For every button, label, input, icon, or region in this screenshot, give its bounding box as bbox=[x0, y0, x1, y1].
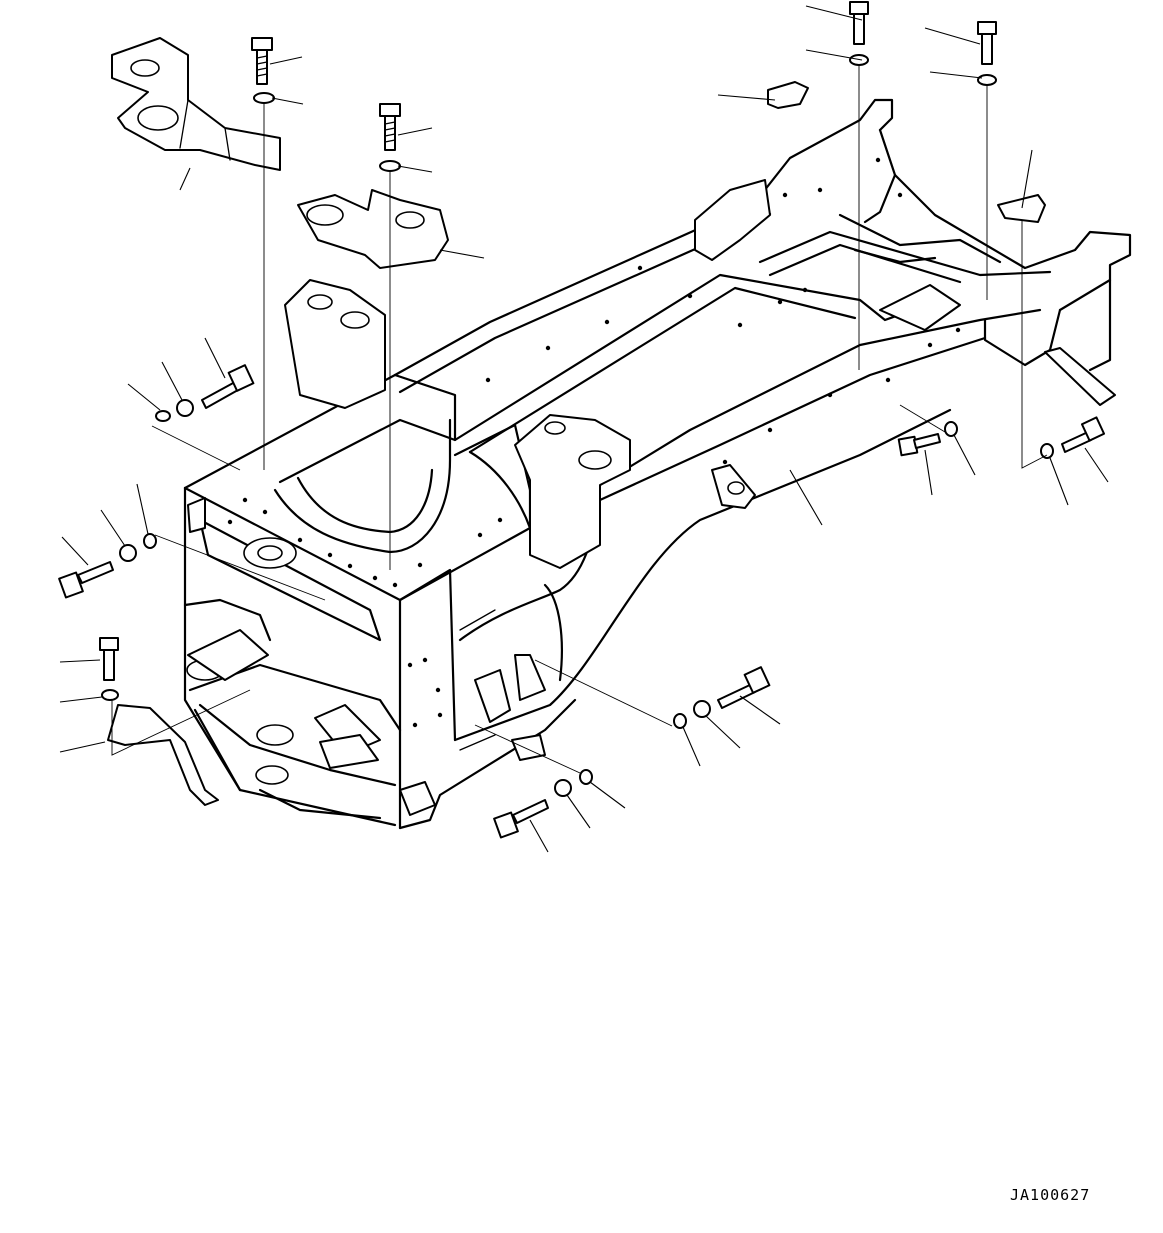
rear-mount-bracket bbox=[694, 179, 961, 331]
washer-center bbox=[379, 160, 401, 172]
washer-bottom bbox=[579, 769, 593, 785]
washer-right-lower bbox=[673, 713, 687, 729]
main-frame bbox=[183, 98, 1132, 830]
bolt-top-right-1 bbox=[849, 1, 869, 45]
front-right-mount-bracket bbox=[297, 189, 449, 269]
bolt-center bbox=[379, 103, 401, 151]
bolt-top-left bbox=[251, 37, 273, 85]
rear-pad-right bbox=[997, 194, 1046, 223]
bolt-left-upper bbox=[201, 364, 255, 409]
rear-pad-left bbox=[767, 81, 809, 109]
washer-left-upper bbox=[155, 410, 171, 422]
front-box-details bbox=[186, 157, 961, 816]
washer-far-right bbox=[1040, 443, 1054, 459]
bolt-left-lower bbox=[99, 637, 119, 681]
nut-bottom bbox=[554, 779, 572, 797]
nut-right-lower bbox=[693, 700, 711, 718]
bolt-right-middle bbox=[897, 433, 941, 457]
washer-top-left bbox=[253, 92, 275, 104]
callout-leaders bbox=[59, 5, 1109, 853]
washer-right-middle bbox=[944, 421, 958, 437]
bolt-right-lower bbox=[717, 666, 771, 709]
drawing-number: JA100627 bbox=[1010, 1186, 1091, 1204]
left-upright-bracket bbox=[284, 279, 386, 409]
washer-left-middle bbox=[143, 533, 157, 549]
washer-left-lower bbox=[101, 689, 119, 701]
right-upright-bracket bbox=[514, 414, 631, 569]
front-left-mount-bracket bbox=[111, 37, 281, 171]
nut-left-upper bbox=[176, 399, 194, 417]
washer-top-right-2 bbox=[977, 74, 997, 86]
lower-bracket-strap bbox=[107, 704, 219, 806]
frame-hole-dots bbox=[227, 157, 961, 728]
bolt-left-middle bbox=[58, 561, 114, 599]
assembly-guide-lines bbox=[111, 66, 1048, 774]
bolt-top-right-2 bbox=[977, 21, 997, 65]
nut-left-middle bbox=[119, 544, 137, 562]
bolt-bottom bbox=[493, 799, 549, 839]
bolt-far-right bbox=[1061, 416, 1106, 453]
fasteners bbox=[58, 1, 1116, 839]
tow-hook bbox=[1044, 347, 1116, 406]
